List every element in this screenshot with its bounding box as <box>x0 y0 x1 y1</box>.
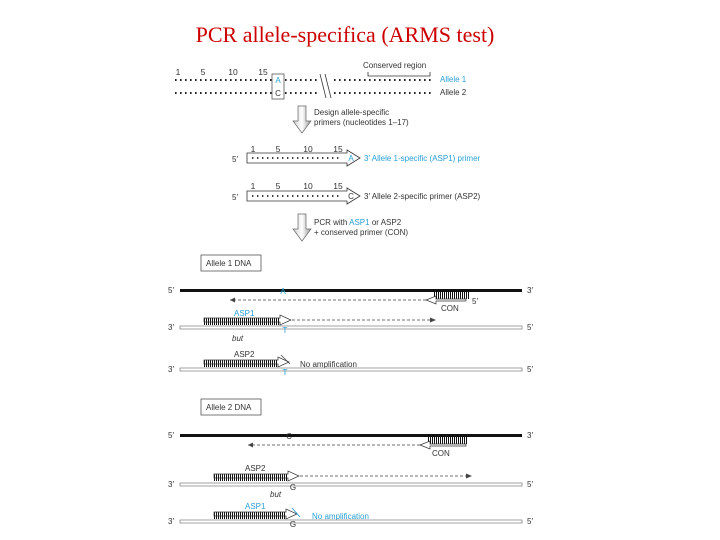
a1-top-base: A <box>280 287 286 296</box>
a1-con-arrow <box>425 295 467 305</box>
snp-box <box>271 73 285 100</box>
svg-text:15: 15 <box>333 144 343 154</box>
a2-top-3prime: 3′ <box>527 431 533 440</box>
allele1-dna-box <box>200 254 262 272</box>
a2-bottom2-3prime: 3′ <box>168 517 174 526</box>
a2-bottom2-strand <box>179 519 523 524</box>
allele1-base: A <box>275 76 281 85</box>
step-arrow-1-icon <box>292 105 312 134</box>
a1-bottom2-5prime: 5′ <box>527 365 533 374</box>
a2-asp1-hatch <box>214 512 286 519</box>
asp1-primer-arrow <box>246 149 361 167</box>
step2-asp1: ASP1 <box>349 218 370 227</box>
step2-line2: + conserved primer (CON) <box>314 228 408 237</box>
allele2-dna-box <box>200 398 262 416</box>
a2-no-amplification: No amplification <box>312 512 369 521</box>
a1-top-strand <box>180 289 522 292</box>
a2-asp1-arrow <box>213 508 298 520</box>
a1-top-3prime: 3′ <box>527 286 533 295</box>
a1-bottom2-base: T <box>283 368 288 377</box>
svg-text:5: 5 <box>276 144 281 154</box>
pos-15: 15 <box>258 67 268 77</box>
allele2-base: C <box>275 89 281 98</box>
step1-line1: Design allele-specific <box>314 108 389 117</box>
svg-text:1: 1 <box>251 144 256 154</box>
a2-top-5prime: 5′ <box>168 431 174 440</box>
pos-1: 1 <box>176 67 181 77</box>
break-mark-1 <box>319 73 327 99</box>
a2-primer2-label: ASP1 <box>245 502 266 511</box>
pos-10: 10 <box>228 67 238 77</box>
a1-asp2-arrow <box>203 356 290 368</box>
a1-bottom-strand <box>179 325 523 330</box>
position-numbers-primer2: 1 5 10 15 <box>251 181 343 191</box>
a1-asp1-arrow <box>203 314 292 326</box>
asp1-5prime: 5′ <box>232 155 238 164</box>
a1-but: but <box>232 334 244 343</box>
a2-asp2-extension-head <box>466 473 472 479</box>
step-arrow-2-icon <box>292 213 312 242</box>
allele2-label: Allele 2 <box>440 88 467 97</box>
a2-bottom-base: G <box>290 483 296 492</box>
a2-primer1-label: ASP2 <box>245 464 266 473</box>
position-numbers-top: 1 5 10 15 <box>176 67 268 77</box>
conserved-region-label: Conserved region <box>363 61 426 70</box>
a2-asp1-mismatch-mark <box>291 507 301 518</box>
pos-5: 5 <box>201 67 206 77</box>
asp2-primer-arrow <box>246 187 361 205</box>
a2-con-arrow <box>419 440 467 450</box>
a1-con-5prime: 5′ <box>472 297 478 306</box>
a2-con-extension-head <box>248 442 253 448</box>
asp1-base: A <box>348 154 354 163</box>
svg-text:1: 1 <box>251 181 256 191</box>
allele1-dna-label: Allele 1 DNA <box>206 259 252 268</box>
step1-line2: primers (nucleotides 1–17) <box>314 118 409 127</box>
a2-bottom2-base: G <box>290 520 296 529</box>
a2-bottom-3prime: 3′ <box>168 480 174 489</box>
svg-text:10: 10 <box>303 144 313 154</box>
position-numbers-primer1: 1 5 10 15 <box>251 144 343 154</box>
a2-bottom2-5prime: 5′ <box>527 517 533 526</box>
asp2-primer-label: 3′ Allele 2-specific primer (ASP2) <box>364 192 481 201</box>
a1-bottom2-3prime: 3′ <box>168 365 174 374</box>
a1-no-amplification: No amplification <box>300 360 357 369</box>
a2-asp2-hatch <box>214 474 288 481</box>
asp1-primer-label: 3′ Allele 1-specific (ASP1) primer <box>364 154 481 163</box>
a1-asp1-hatch <box>204 318 280 325</box>
a1-bottom-3prime: 3′ <box>168 323 174 332</box>
a2-but: but <box>270 490 282 499</box>
a1-primer2-label: ASP2 <box>234 350 255 359</box>
a1-con-extension-head <box>230 297 235 303</box>
a1-asp1-extension-head <box>430 317 436 323</box>
a1-asp2-hatch <box>204 360 278 367</box>
allele2-dna-label: Allele 2 DNA <box>206 403 252 412</box>
asp2-5prime: 5′ <box>232 193 238 202</box>
a1-con-label: CON <box>441 304 459 313</box>
page-title: PCR allele-specifica (ARMS test) <box>195 22 495 47</box>
conserved-bracket <box>367 72 431 77</box>
a2-bottom-5prime: 5′ <box>527 480 533 489</box>
a1-top-5prime: 5′ <box>168 286 174 295</box>
a1-bottom2-strand <box>179 367 523 372</box>
a1-asp2-mismatch-mark <box>280 354 291 365</box>
svg-text:5: 5 <box>276 181 281 191</box>
a1-bottom-5prime: 5′ <box>527 323 533 332</box>
allele1-label: Allele 1 <box>440 75 467 84</box>
asp2-base: C <box>348 192 354 201</box>
a2-con-hatch <box>428 437 468 444</box>
svg-text:15: 15 <box>333 181 343 191</box>
step2-line1: PCR with ASP1 or ASP2 <box>314 218 402 227</box>
a1-primer1-label: ASP1 <box>234 309 255 318</box>
a1-con-hatch <box>433 292 469 299</box>
a2-top-base: C <box>286 432 292 441</box>
svg-text:10: 10 <box>303 181 313 191</box>
a2-con-label: CON <box>432 449 450 458</box>
a2-asp2-arrow <box>213 470 300 482</box>
break-mark-2 <box>324 73 332 99</box>
a1-bottom-base: T <box>283 326 288 335</box>
a2-top-strand <box>180 434 522 437</box>
a2-bottom-strand <box>179 482 523 487</box>
